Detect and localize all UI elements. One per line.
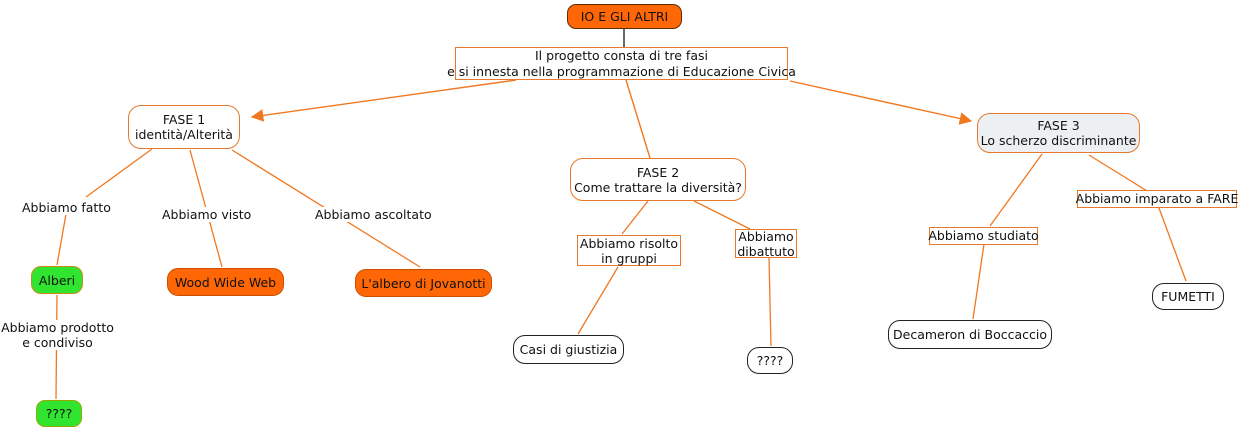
description-line2: e si innesta nella programmazione di Edu…	[447, 63, 796, 79]
fase2-line2: Come trattare la diversità?	[574, 179, 742, 195]
root-node[interactable]: IO E GLI ALTRI	[567, 4, 682, 29]
node-fumetti[interactable]: FUMETTI	[1152, 283, 1224, 310]
edge-fase3-imparato	[1088, 154, 1148, 192]
fase1-node[interactable]: FASE 1 identità/Alterità	[128, 105, 240, 149]
dibattuto-line2: dibattuto	[737, 243, 795, 259]
edge-fatto-alberi	[56, 213, 67, 266]
risolto-line1: Abbiamo risolto	[579, 235, 679, 251]
node-decameron-label: Decameron di Boccaccio	[893, 327, 1047, 342]
node-albero-jovanotti-label: L'albero di Jovanotti	[361, 275, 486, 291]
description-line1: Il progetto consta di tre fasi	[535, 47, 708, 63]
link-label-abbiamo-ascoltato[interactable]: Abbiamo ascoltato	[315, 207, 432, 222]
edge-fase2-risolto	[621, 200, 649, 235]
edge-description-fase3-arrow	[789, 80, 973, 125]
node-unknown-green[interactable]: ????	[36, 400, 82, 427]
fase1-line2: identità/Alterità	[135, 127, 233, 142]
fase3-line1: FASE 3	[1037, 118, 1080, 133]
node-unknown-white[interactable]: ????	[747, 347, 793, 374]
root-node-label: IO E GLI ALTRI	[580, 9, 669, 24]
fase2-node[interactable]: FASE 2 Come trattare la diversità?	[570, 158, 746, 201]
node-unknown-green-label: ????	[45, 406, 73, 421]
edge-fase3-studiato	[989, 153, 1043, 227]
link-label-abbiamo-fatto[interactable]: Abbiamo fatto	[22, 200, 111, 215]
node-alberi[interactable]: Alberi	[31, 266, 83, 294]
node-fumetti-label: FUMETTI	[1161, 289, 1215, 304]
fase3-node[interactable]: FASE 3 Lo scherzo discriminante	[977, 113, 1140, 153]
node-wood-wide-web[interactable]: Wood Wide Web	[167, 268, 284, 296]
node-wood-wide-web-label: Wood Wide Web	[174, 274, 277, 290]
edge-imparato-fumetti	[1158, 207, 1187, 282]
prodotto-line2: e condiviso	[22, 335, 93, 350]
description-node[interactable]: Il progetto consta di tre fasi e si inne…	[447, 47, 796, 80]
prodotto-line1: Abbiamo prodotto	[1, 320, 114, 335]
link-label-abbiamo-risolto[interactable]: Abbiamo risolto in gruppi	[577, 235, 681, 266]
imparato-label: Abbiamo imparato a FARE	[1075, 191, 1239, 206]
fase2-line1: FASE 2	[636, 164, 680, 180]
fase3-line2: Lo scherzo discriminante	[980, 133, 1137, 148]
edge-description-fase1-arrow	[250, 79, 517, 122]
link-label-abbiamo-visto[interactable]: Abbiamo visto	[162, 207, 252, 222]
link-label-abbiamo-dibattuto[interactable]: Abbiamo dibattuto	[735, 228, 797, 259]
risolto-line2: in gruppi	[601, 250, 657, 266]
edge-fase2-dibattuto	[693, 200, 751, 230]
node-alberi-label: Alberi	[38, 272, 76, 288]
fase1-line1: FASE 1	[162, 112, 206, 127]
dibattuto-line1: Abbiamo	[738, 228, 794, 244]
edge-studiato-decameron	[972, 243, 985, 320]
edge-description-fase2	[625, 79, 651, 159]
link-label-abbiamo-studiato[interactable]: Abbiamo studiato	[928, 227, 1039, 245]
node-unknown-white-label: ????	[756, 353, 784, 368]
node-casi-di-giustizia-label: Casi di giustizia	[519, 342, 618, 357]
node-decameron[interactable]: Decameron di Boccaccio	[888, 320, 1052, 349]
link-label-abbiamo-prodotto[interactable]: Abbiamo prodotto e condiviso	[0, 320, 115, 350]
node-albero-jovanotti[interactable]: L'albero di Jovanotti	[355, 269, 492, 297]
studiato-label: Abbiamo studiato	[928, 228, 1039, 243]
edge-fase1-fatto	[85, 148, 153, 198]
node-casi-di-giustizia[interactable]: Casi di giustizia	[513, 335, 624, 364]
edge-dibattuto-unknown	[768, 257, 772, 347]
edge-risolto-casi	[577, 266, 619, 335]
link-label-abbiamo-imparato[interactable]: Abbiamo imparato a FARE	[1075, 190, 1239, 208]
